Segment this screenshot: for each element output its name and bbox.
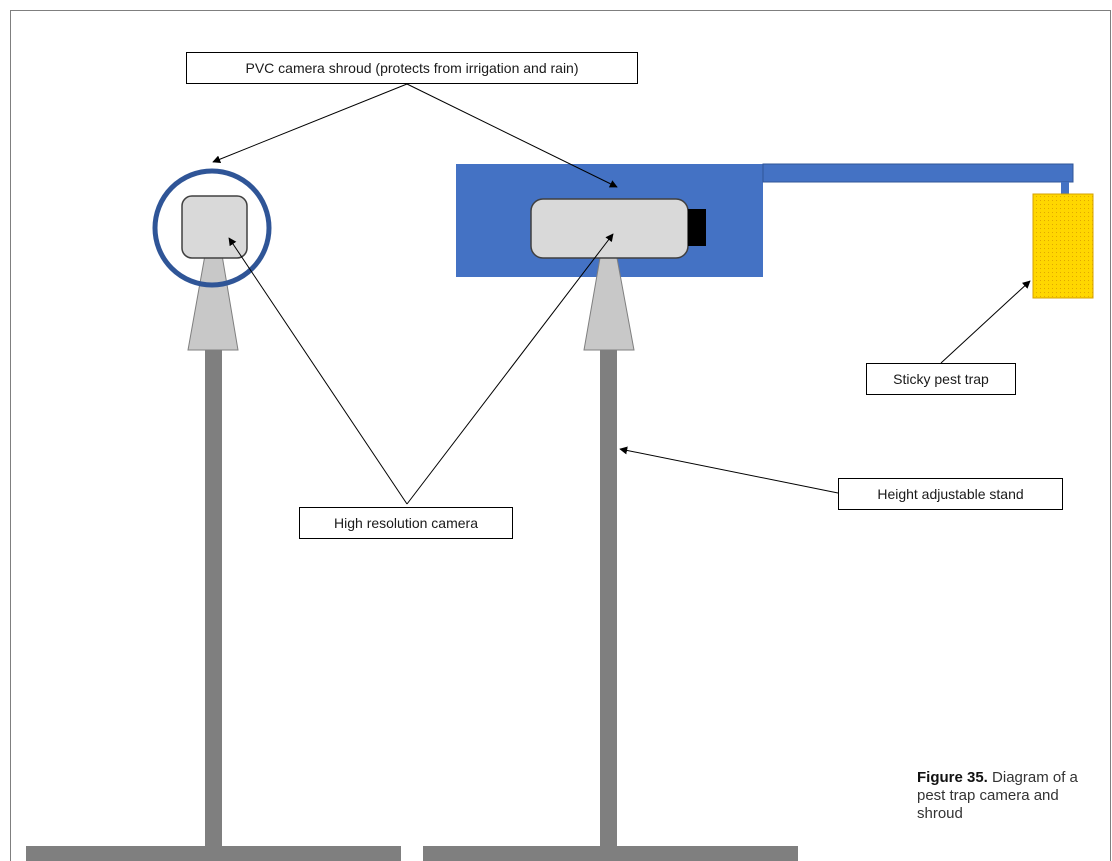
stand-label: Height adjustable stand [838, 478, 1063, 510]
left-shroud-ring [152, 168, 272, 288]
middle-assembly [423, 163, 1074, 861]
camera-label: High resolution camera [299, 507, 513, 539]
camera-arrow-right [406, 233, 614, 505]
trap-label: Sticky pest trap [866, 363, 1016, 395]
stand-arrow [619, 446, 839, 494]
shroud-label: PVC camera shroud (protects from irrigat… [186, 52, 638, 84]
shroud-arrow-left [212, 83, 408, 164]
middle-stand-pole [600, 350, 617, 846]
middle-stand-base [423, 846, 798, 861]
camera-arrow-left [228, 237, 408, 505]
figure-caption-text: Diagram of a pest trap camera and shroud [917, 769, 1078, 822]
left-stand-pole [205, 350, 222, 846]
left-stand-base [26, 846, 401, 861]
camera-lens [688, 209, 706, 246]
figure-frame [10, 10, 1111, 861]
left-camera-body [181, 195, 248, 259]
left-camera-mount [187, 254, 239, 351]
shroud-arrow-right [406, 83, 618, 188]
shroud-arm [762, 163, 1074, 183]
figure-caption: Figure 35. Diagram of a pest trap camera… [917, 769, 1107, 823]
sticky-pest-trap [1032, 193, 1094, 299]
figure-number: Figure 35. [917, 769, 988, 786]
leader-lines [212, 83, 1031, 505]
trap-arrow [940, 280, 1031, 364]
middle-camera-body [530, 198, 689, 259]
shroud-arm-drop [1061, 182, 1069, 195]
